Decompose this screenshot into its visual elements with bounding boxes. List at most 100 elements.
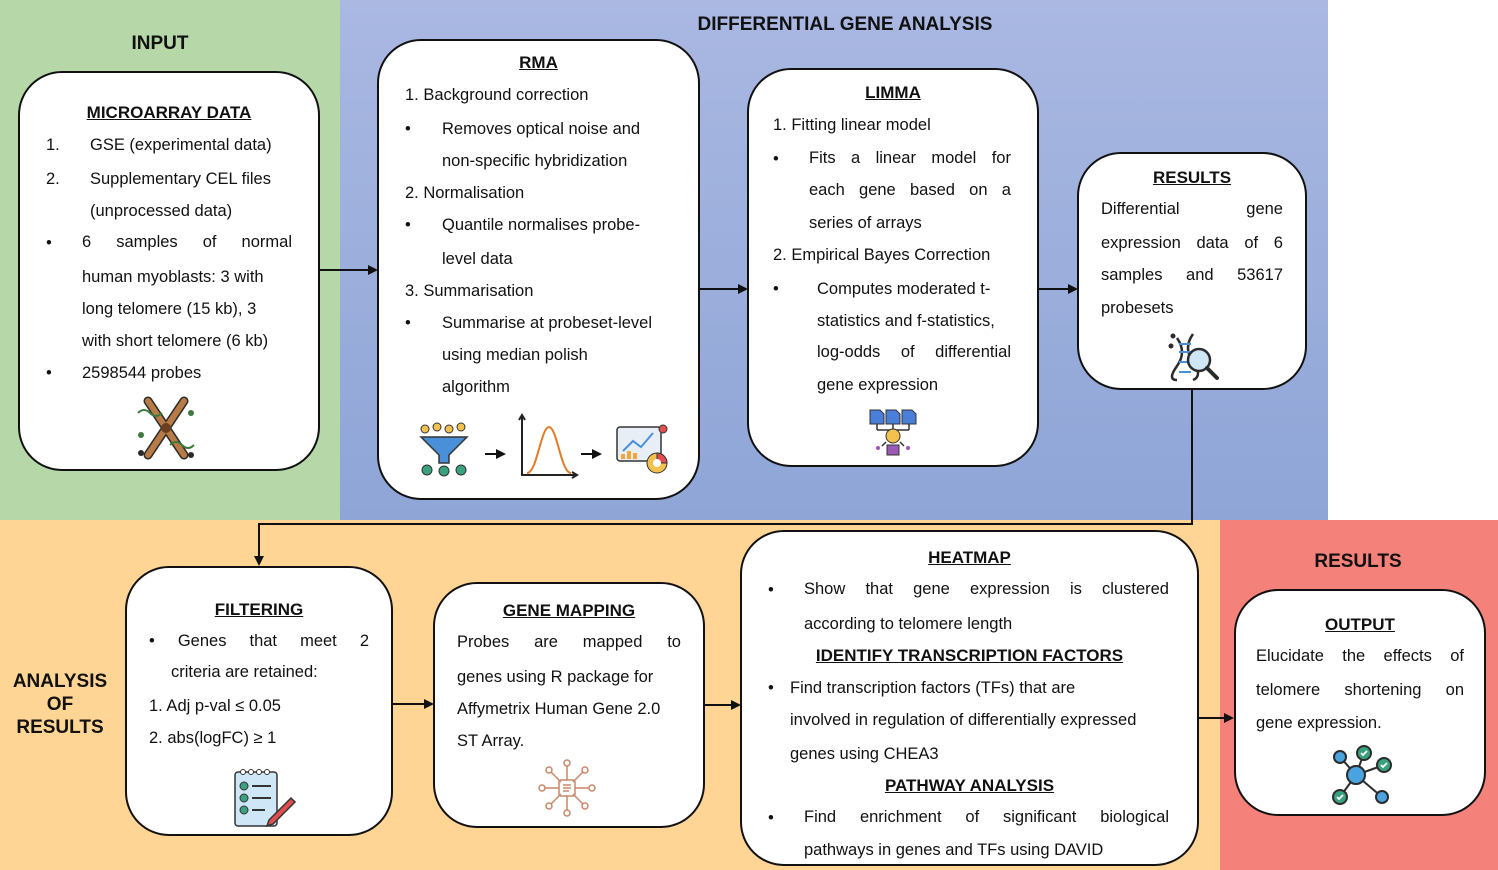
icon-arrow-head: [592, 449, 602, 459]
step-heading: 1. Background correction: [405, 86, 589, 104]
filter-criterion: 1. Adj p-val ≤ 0.05: [149, 697, 281, 715]
results-text-line: probesets: [1101, 299, 1174, 317]
word: to: [667, 633, 681, 651]
word: 53617: [1237, 266, 1283, 284]
bullet: •: [46, 364, 52, 382]
word: gene: [859, 181, 896, 199]
mapping-text-line: genes using R package for: [457, 668, 654, 686]
flow-arrow-line: [700, 288, 739, 290]
word: that: [865, 580, 893, 598]
icon-arrow-line: [581, 453, 593, 455]
transcription-factors-title: IDENTIFY TRANSCRIPTION FACTORS: [815, 646, 1124, 665]
step-detail: Quantile normalises probe-: [442, 216, 641, 234]
results-title: RESULTS: [1152, 168, 1232, 187]
step-detail: algorithm: [442, 378, 510, 396]
step-heading: 2. Normalisation: [405, 184, 525, 202]
output-text-line: gene expression.: [1256, 714, 1382, 732]
results-section-title: RESULTS: [1314, 551, 1402, 572]
distribution-curve-icon: [518, 413, 579, 479]
word: biological: [1100, 808, 1169, 826]
step-detail: Removes optical noise and: [442, 120, 641, 138]
checklist-icon: [234, 769, 297, 828]
flow-arrow-line: [705, 704, 732, 706]
gene-mapping-title: GENE MAPPING: [502, 601, 636, 620]
list-item: human myoblasts: 3 with: [82, 268, 264, 286]
heatmap-text-line: according to telomere length: [804, 615, 1013, 633]
pathway-text-line: pathways in genes and TFs using DAVID: [804, 841, 1104, 859]
word: for: [991, 149, 1011, 167]
bullet: •: [768, 581, 774, 599]
word: log-odds: [817, 343, 881, 361]
bullet: •: [46, 234, 52, 252]
differential-section-title: DIFFERENTIAL GENE ANALYSIS: [697, 14, 993, 35]
flow-arrow-head: [254, 556, 264, 566]
word: Genes: [177, 632, 227, 650]
flow-arrow-line: [1191, 390, 1193, 524]
mapping-text-line: ST Array.: [457, 732, 525, 750]
word: Probes: [457, 633, 510, 651]
step-detail: non-specific hybridization: [442, 152, 628, 170]
bullet: •: [405, 120, 411, 138]
analysis-title-line: ANALYSIS: [12, 671, 108, 692]
word: that: [249, 632, 278, 650]
icon-arrow-head: [496, 449, 506, 459]
step-heading: 1. Fitting linear model: [773, 116, 931, 134]
flow-arrow-head: [731, 700, 741, 710]
word: Show: [804, 580, 846, 598]
word: samples: [116, 233, 178, 251]
word: Elucidate: [1256, 647, 1324, 665]
list-item: GSE (experimental data): [90, 136, 272, 154]
word: effects: [1383, 647, 1432, 665]
word: on: [969, 181, 988, 199]
word: expression: [970, 580, 1050, 598]
word: 6: [1273, 234, 1283, 252]
list-item: Supplementary CEL files: [90, 170, 271, 188]
flow-arrow-line: [393, 703, 425, 705]
step-heading: 3. Summarisation: [405, 282, 534, 300]
word: gene: [913, 580, 950, 598]
flow-arrow-line: [258, 523, 1193, 525]
word: expression: [1101, 234, 1181, 252]
word: based: [909, 181, 955, 199]
flow-arrow-line: [258, 523, 260, 557]
word: the: [1342, 647, 1366, 665]
word: and: [1186, 266, 1214, 284]
word: a: [1001, 181, 1011, 199]
word: of: [965, 808, 980, 826]
word: each: [809, 181, 845, 199]
word: samples: [1101, 266, 1163, 284]
rma-title: RMA: [519, 53, 558, 72]
step-detail: level data: [442, 250, 513, 268]
flow-arrow-head: [368, 265, 378, 275]
list-number: 1.: [46, 136, 60, 154]
limma-title: LIMMA: [865, 83, 921, 102]
list-item: (unprocessed data): [90, 202, 233, 220]
network-nodes-icon: [1332, 745, 1392, 805]
gene-mapping-network-icon: [538, 759, 596, 817]
rma-box: RMA 1. Background correction • Removes o…: [377, 39, 700, 500]
flow-arrow-line: [320, 269, 369, 271]
step-detail: gene expression: [817, 376, 939, 394]
step-detail: statistics and f-statistics,: [817, 312, 995, 330]
word: Differential: [1101, 200, 1180, 218]
step-heading: 2. Empirical Bayes Correction: [773, 246, 991, 264]
input-section-title: INPUT: [131, 33, 189, 54]
pathway-analysis-title: PATHWAY ANALYSIS: [884, 776, 1055, 795]
list-item: 2598544 probes: [82, 364, 202, 382]
step-detail: Computes moderated t-: [817, 280, 991, 298]
analysis-title-line: OF: [46, 694, 74, 715]
flow-arrow-head: [1068, 284, 1078, 294]
list-number: 2.: [46, 170, 60, 188]
